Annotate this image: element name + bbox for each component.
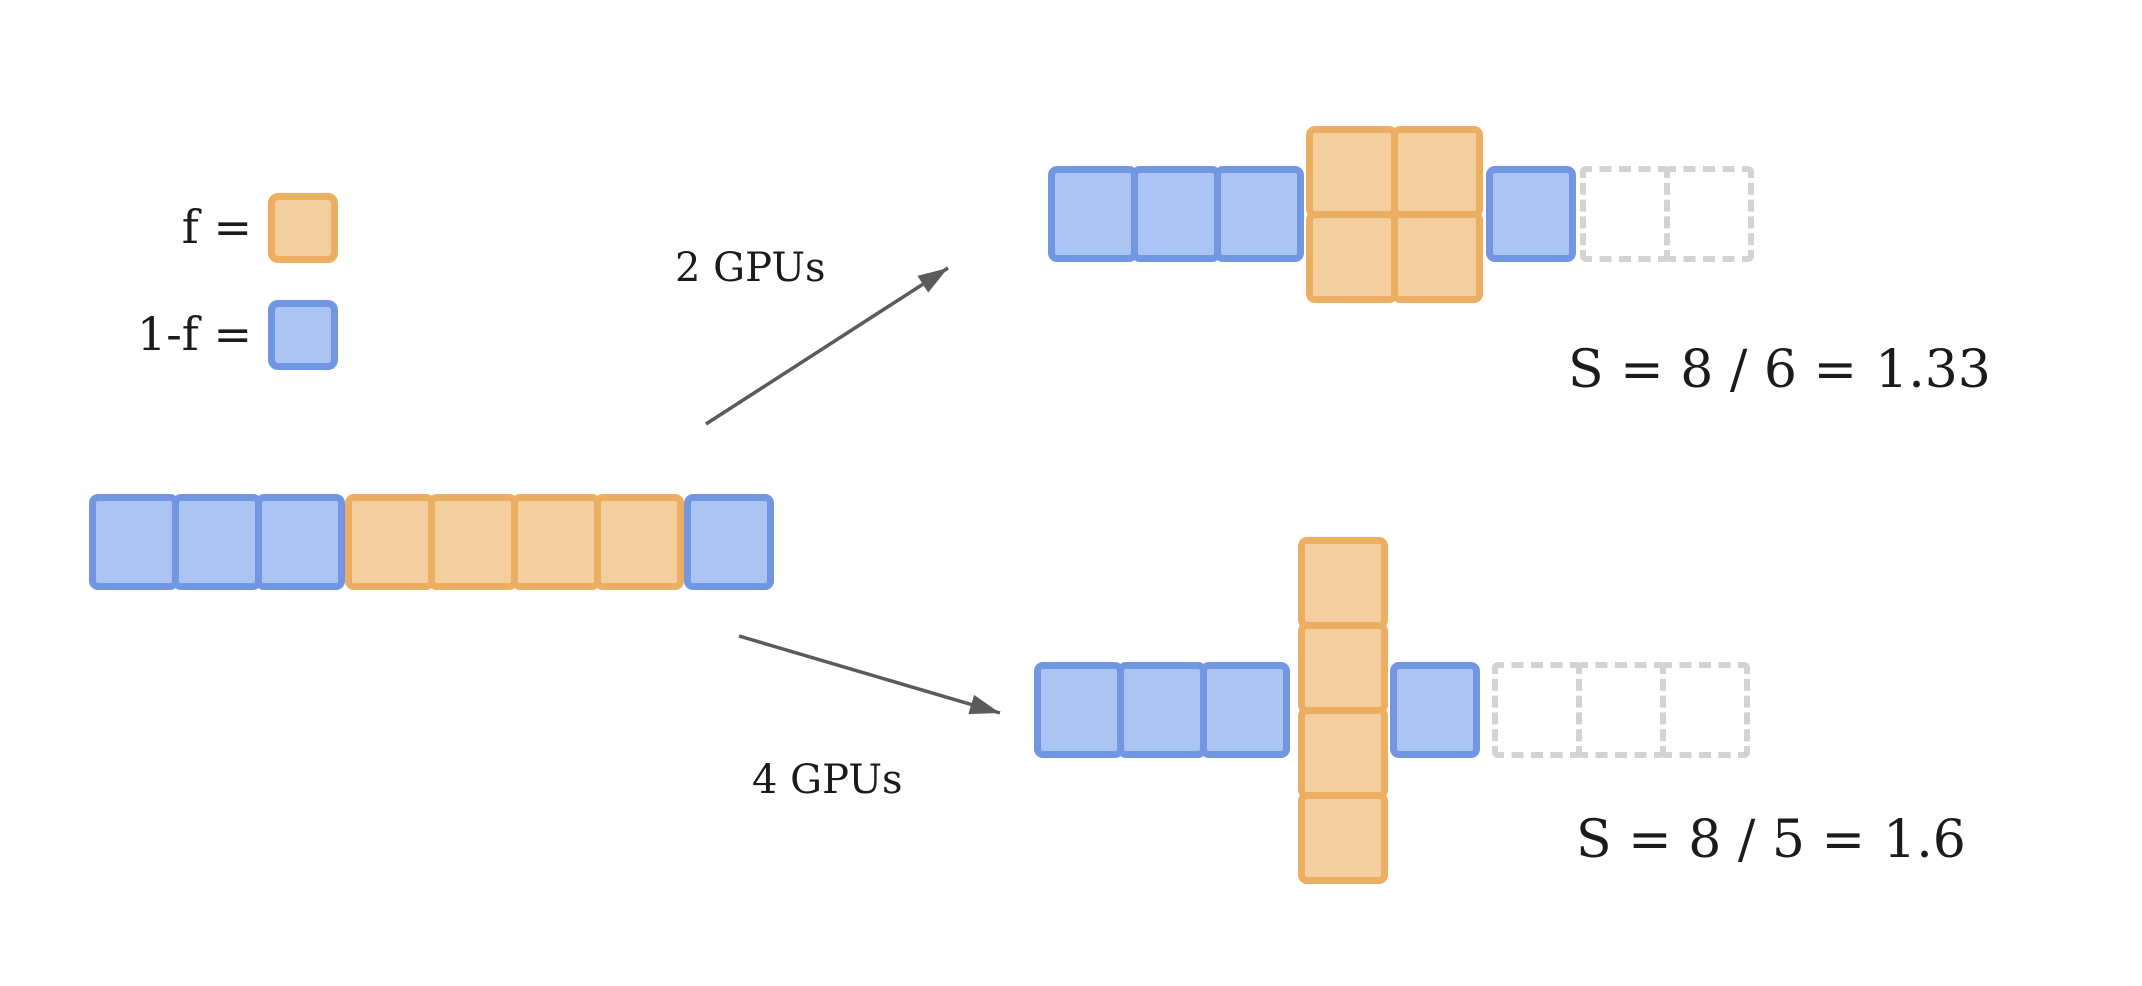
f-cell: [1298, 792, 1388, 884]
f-segment: [1306, 126, 1483, 303]
f-segment: [345, 494, 684, 590]
f-segment: [1298, 537, 1388, 884]
speedup-formula: S = 8 / 6 =: [1568, 340, 1858, 400]
speedup-value: 1.6: [1883, 810, 1966, 870]
one-minus-f-cell: [1117, 662, 1207, 758]
idle-cell: [1660, 662, 1750, 758]
idle-cell: [1576, 662, 1666, 758]
f-cell: [1391, 211, 1483, 303]
speedup-formula: S = 8 / 5 =: [1576, 810, 1866, 870]
f-cell: [511, 494, 601, 590]
one-minus-f-cell: [1048, 166, 1138, 262]
f-cell: [1298, 537, 1388, 629]
one-minus-f-cell: [1034, 662, 1124, 758]
one-minus-f-cell: [255, 494, 345, 590]
one-minus-f-cell: [1214, 166, 1304, 262]
one-minus-f-cell: [684, 494, 774, 590]
idle-segment: [1492, 662, 1750, 758]
one_minus_f-segment: [1048, 166, 1304, 262]
speedup-equation-2gpus: S = 8 / 6 = 1.33: [1568, 340, 1991, 400]
legend-one-minus-f-swatch: [268, 300, 338, 370]
one-minus-f-cell: [1200, 662, 1290, 758]
legend-one-minus-f-label: 1-f =: [137, 307, 252, 361]
one-minus-f-cell: [1486, 166, 1576, 262]
one_minus_f-segment: [1034, 662, 1290, 758]
one_minus_f-segment: [1486, 166, 1576, 262]
f-cell: [1298, 622, 1388, 714]
legend-f-swatch: [268, 193, 338, 263]
speedup-equation-4gpus: S = 8 / 5 = 1.6: [1576, 810, 1966, 870]
idle-cell: [1664, 166, 1754, 262]
f-cell: [594, 494, 684, 590]
one_minus_f-segment: [684, 494, 774, 590]
gpu-count-label-4: 4 GPUs: [752, 757, 903, 803]
one-minus-f-cell: [1390, 662, 1480, 758]
idle-cell: [1492, 662, 1582, 758]
gpu-count-label-2: 2 GPUs: [675, 245, 826, 291]
one_minus_f-segment: [89, 494, 345, 590]
idle-segment: [1580, 166, 1754, 262]
f-cell: [1298, 707, 1388, 799]
legend-f-label: f =: [181, 200, 252, 254]
idle-cell: [1580, 166, 1670, 262]
speedup-value: 1.33: [1875, 340, 1991, 400]
one_minus_f-segment: [1390, 662, 1480, 758]
